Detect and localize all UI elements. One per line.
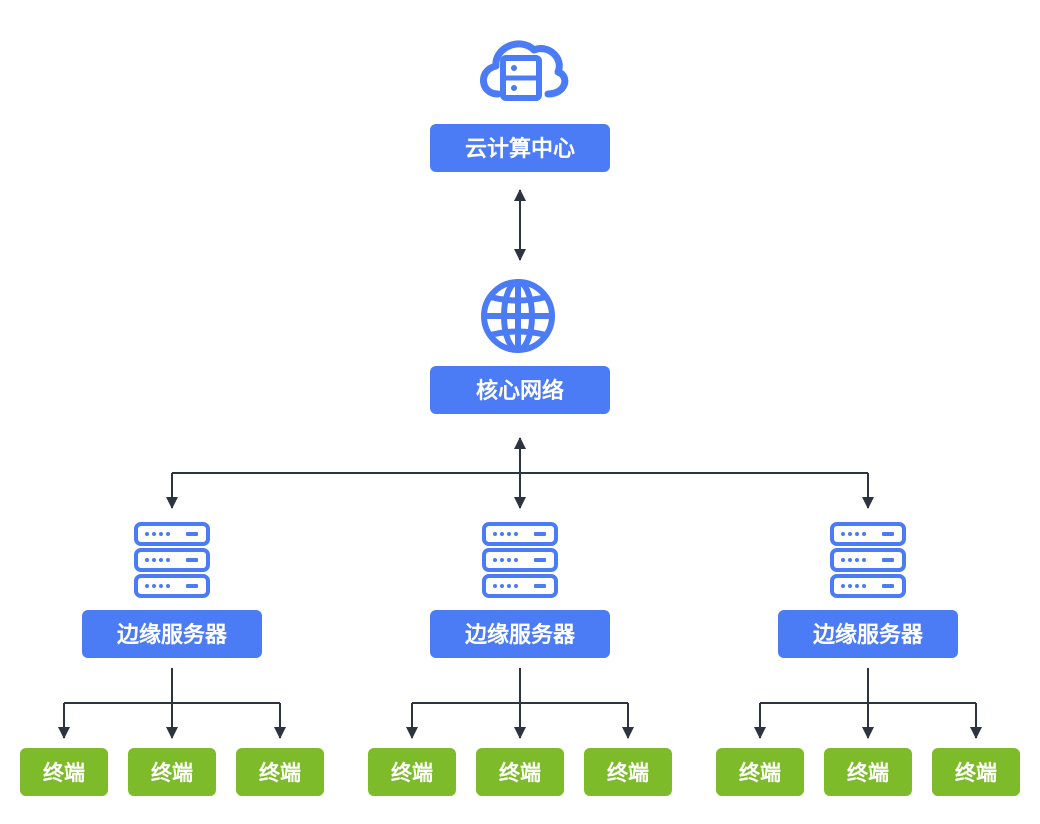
cloud-server-icon: [480, 40, 569, 101]
core-edge-connector: [166, 437, 874, 509]
edge-group-2: 边缘服务器 终端 终端 终端: [368, 522, 672, 796]
edge-terminal-connector: [406, 668, 634, 739]
terminal-label: 终端: [847, 761, 889, 785]
terminal-node: 终端: [128, 748, 216, 796]
cloud-node: 云计算中心: [430, 124, 610, 172]
edge-server-node: [778, 610, 958, 658]
terminal-label: 终端: [391, 761, 433, 785]
terminal-label: 终端: [43, 761, 85, 785]
terminal-node: 终端: [368, 748, 456, 796]
terminal-label: 终端: [259, 761, 301, 785]
edge-group-1: 边缘服务器 终端 终端 终端: [20, 522, 324, 796]
core-node: 核心网络: [430, 366, 610, 414]
terminal-label: 终端: [151, 761, 193, 785]
edge-server-label: 边缘服务器: [464, 623, 576, 648]
edge-group-3: 边缘服务器 终端 终端 终端: [716, 522, 1020, 796]
terminal-node: 终端: [20, 748, 108, 796]
edge-server-node: [82, 610, 262, 658]
terminal-node: 终端: [584, 748, 672, 796]
core-label: 核心网络: [476, 378, 564, 404]
globe-icon: [481, 279, 555, 353]
terminal-node: 终端: [824, 748, 912, 796]
edge-server-label: 边缘服务器: [116, 623, 228, 648]
terminal-label: 终端: [955, 761, 997, 785]
edge-server-node: [430, 610, 610, 658]
cloud-label: 云计算中心: [465, 136, 575, 162]
server-rack-icon: [134, 522, 210, 598]
terminal-label: 终端: [739, 761, 781, 785]
edge-server-label: 边缘服务器: [812, 623, 924, 648]
edge-terminal-connector: [754, 668, 982, 739]
terminal-label: 终端: [607, 761, 649, 785]
terminal-node: 终端: [932, 748, 1020, 796]
terminal-label: 终端: [499, 761, 541, 785]
terminal-node: 终端: [476, 748, 564, 796]
terminal-node: 终端: [716, 748, 804, 796]
server-rack-icon: [830, 522, 906, 598]
server-rack-icon: [482, 522, 558, 598]
edge-terminal-connector: [58, 668, 286, 739]
terminal-node: 终端: [236, 748, 324, 796]
